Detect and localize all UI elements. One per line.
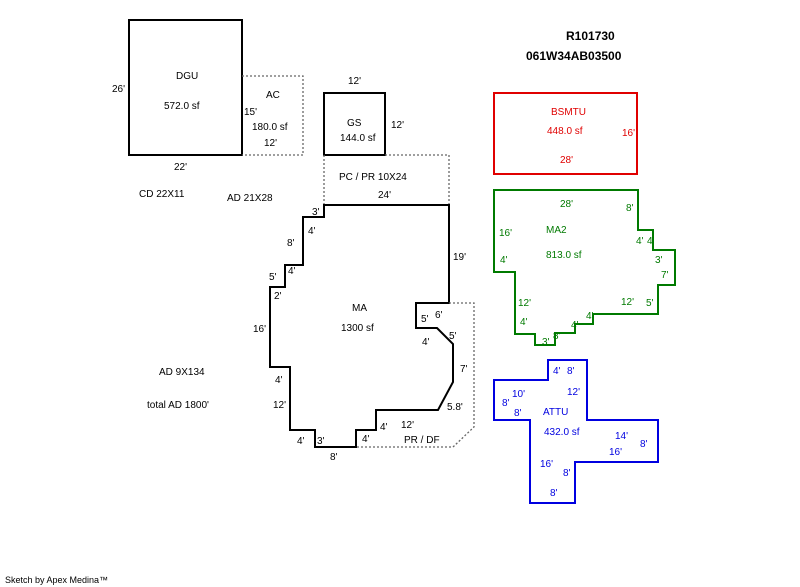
ma-dim: 5' — [449, 331, 457, 342]
ma-dim: 4' — [362, 434, 370, 445]
ma2-dim: 8' — [553, 331, 561, 342]
note-ad2: AD 9X134 — [159, 367, 205, 378]
attu-dim: 8' — [550, 488, 558, 499]
ma-size: 1300 sf — [341, 323, 374, 334]
footer-credit: Sketch by Apex Medina™ — [5, 575, 108, 585]
ma-dim: 5' — [421, 314, 429, 325]
ac-outline — [242, 75, 304, 156]
ma-dim: 4' — [422, 337, 430, 348]
ma-dim: 16' — [253, 324, 266, 335]
dgu-area: DGU 572.0 sf 26' 22' — [112, 19, 243, 173]
ma2-dim: 4' — [647, 236, 655, 247]
ma-dim: 2' — [274, 291, 282, 302]
gs-label: GS — [347, 118, 362, 129]
ma-dim: 4' — [297, 436, 305, 447]
ma-label: MA — [352, 303, 367, 314]
bsmtu-label: BSMTU — [551, 107, 586, 118]
pr-df-label: PR / DF — [404, 435, 440, 446]
ma2-label: MA2 — [546, 225, 567, 236]
ac-dim-side: 15' — [244, 107, 257, 118]
gs-size: 144.0 sf — [340, 133, 376, 144]
ma2-dim: 4' — [636, 236, 644, 247]
ac-label: AC — [266, 90, 280, 101]
bsmtu-outline — [493, 92, 638, 175]
gs-area: 12' GS 144.0 sf 12' — [323, 76, 404, 156]
ma2-dim: 4' — [520, 317, 528, 328]
ma-dim: 8' — [330, 452, 338, 463]
attu-dim: 8' — [563, 468, 571, 479]
dgu-dim-side: 26' — [112, 84, 125, 95]
ma-dim: 4' — [380, 422, 388, 433]
ma2-dim: 4' — [571, 320, 579, 331]
ma-dim: 6' — [435, 310, 443, 321]
ma-dim: 12' — [273, 400, 286, 411]
pc-pr-outline-right — [385, 154, 450, 205]
attu-dim: 10' — [512, 389, 525, 400]
ma2-dim: 4' — [586, 311, 594, 322]
gs-outline — [323, 92, 386, 156]
bsmtu-dim-bottom: 28' — [560, 155, 573, 166]
bsmtu-dim-side: 16' — [622, 128, 635, 139]
pc-pr-label: PC / PR 10X24 — [339, 172, 407, 183]
ma-dim: 4' — [275, 375, 283, 386]
ac-dim-bottom: 12' — [264, 138, 277, 149]
note-ad1: AD 21X28 — [227, 193, 273, 204]
pr-df-outline — [356, 302, 475, 448]
note-total: total AD 1800' — [147, 400, 209, 411]
ma-dim: 24' — [378, 190, 391, 201]
ma-dim: 4' — [288, 266, 296, 277]
ac-area: AC 15' 180.0 sf 12' — [242, 75, 304, 156]
ma2-dim: 28' — [560, 199, 573, 210]
ma2-dim: 16' — [499, 228, 512, 239]
ac-size: 180.0 sf — [252, 122, 288, 133]
map-number: 061W34AB03500 — [526, 49, 622, 63]
ma-dim: 4' — [308, 226, 316, 237]
ma-dim: 12' — [401, 420, 414, 431]
dgu-size: 572.0 sf — [164, 101, 200, 112]
ma-dim: 5' — [269, 272, 277, 283]
ma-dim: 8' — [287, 238, 295, 249]
attu-size: 432.0 sf — [544, 427, 580, 438]
attu-dim: 14' — [615, 431, 628, 442]
attu-dim: 4' — [553, 366, 561, 377]
dgu-outline — [128, 19, 243, 156]
ma-dim: 3' — [312, 207, 320, 218]
dgu-dim-bottom: 22' — [174, 162, 187, 173]
ma-dim: 3' — [317, 436, 325, 447]
ma2-dim: 5' — [646, 298, 654, 309]
ma-outline — [269, 204, 454, 448]
note-cd: CD 22X11 — [139, 189, 185, 200]
ma-area: MA 1300 sf 24' 3' 4' 8' 4' 5' 2' 16' 4' … — [253, 190, 468, 463]
ma2-dim: 12' — [621, 297, 634, 308]
attu-dim: 16' — [540, 459, 553, 470]
ma2-dim: 12' — [518, 298, 531, 309]
attu-outline — [493, 359, 659, 504]
attu-dim: 8' — [502, 398, 510, 409]
bsmtu-area: BSMTU 448.0 sf 16' 28' — [493, 92, 638, 175]
ma2-dim: 7' — [661, 270, 669, 281]
attu-label: ATTU — [543, 407, 568, 418]
bsmtu-size: 448.0 sf — [547, 126, 583, 137]
ma-dim: 5.8' — [447, 402, 463, 413]
ma2-size: 813.0 sf — [546, 250, 582, 261]
ma2-area: MA2 813.0 sf 28' 8' 4' 4' 3' 7' 5' 12' 4… — [493, 189, 676, 348]
ma2-dim: 4' — [500, 255, 508, 266]
dgu-label: DGU — [176, 71, 198, 82]
ma-dim: 19' — [453, 252, 466, 263]
gs-dim-top: 12' — [348, 76, 361, 87]
attu-dim: 16' — [609, 447, 622, 458]
attu-dim: 12' — [567, 387, 580, 398]
parcel-id: R101730 — [566, 29, 615, 43]
ma2-dim: 8' — [626, 203, 634, 214]
ma2-outline — [493, 189, 676, 346]
attu-dim: 8' — [567, 366, 575, 377]
attu-dim: 8' — [640, 439, 648, 450]
ma2-dim: 3' — [542, 337, 550, 348]
attu-dim: 8' — [514, 408, 522, 419]
ma2-dim: 3' — [655, 255, 663, 266]
ma-dim: 7' — [460, 364, 468, 375]
attu-area: ATTU 432.0 sf 4' 8' 12' 10' 8' 8' 14' 16… — [493, 359, 659, 504]
gs-dim-side: 12' — [391, 120, 404, 131]
